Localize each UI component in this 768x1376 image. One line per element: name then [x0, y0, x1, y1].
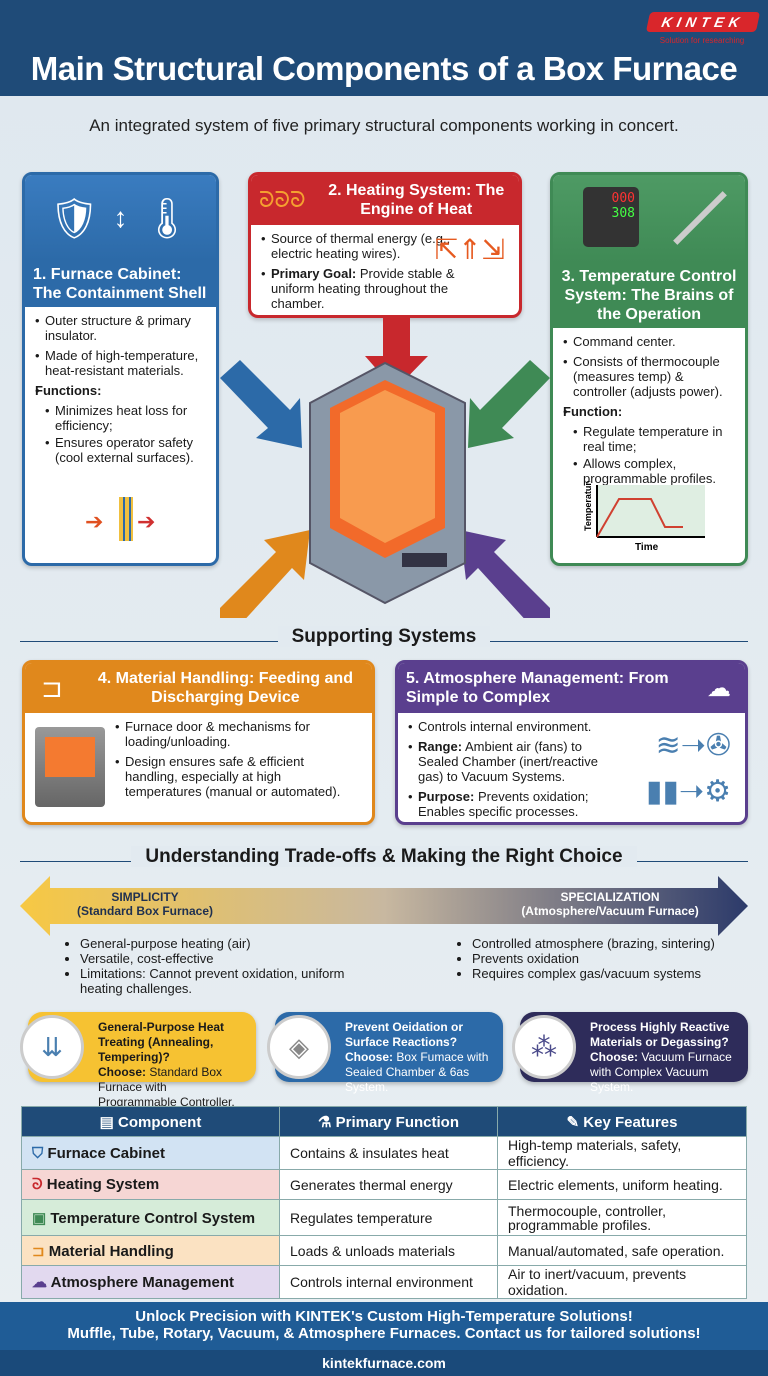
card-furnace-cabinet: 🛡 ↕ 🌡 1. Furnace Cabinet: The Containment …: [22, 172, 219, 566]
door-icon: ⊐: [41, 672, 63, 703]
simplicity-list: General-purpose heating (air) Versatile,…: [68, 936, 388, 996]
card-title: 5. Atmosphere Management: From Simple to…: [406, 670, 669, 706]
card-title: 3. Temperature Control System: The Brain…: [553, 263, 745, 328]
components-table: ▤ Component ⚗ Primary Function ✎ Key Fea…: [21, 1106, 747, 1299]
shield-icon: 🛡: [48, 196, 100, 241]
chart-background: [597, 485, 705, 537]
list-item: Ensures operator safety (cool external s…: [45, 435, 206, 465]
fan-icon: ≋➝✇: [655, 729, 731, 762]
list-item: Command center.: [563, 334, 735, 349]
list-item: Requires complex gas/vacuum systems: [472, 966, 750, 981]
card-material-handling: ⊐ 4. Material Handling: Feeding and Disc…: [22, 660, 375, 825]
page-subtitle: An integrated system of five primary str…: [89, 116, 679, 135]
arrows-vertical-icon: ↕: [113, 202, 128, 233]
list-item: Made of high-temperature, heat-resistant…: [35, 348, 206, 378]
list-item: Purpose: Prevents oxidation; Enables spe…: [408, 789, 613, 819]
list-item: Versatile, cost-effective: [80, 951, 388, 966]
insulation-heat-icon: ➔ ➔: [85, 497, 165, 541]
arrow-cabinet: [220, 360, 302, 448]
heating-coil-icon: ᘐᘐᘐ: [259, 187, 306, 212]
arrow-handling: [220, 530, 310, 618]
logo-tagline: Solution for researching: [659, 36, 745, 45]
furnace-cart-icon: [35, 727, 105, 807]
list-item: Design ensures safe & efficient handling…: [115, 754, 360, 799]
list-item: Minimizes heat loss for efficiency;: [45, 403, 206, 433]
controller-icon: ▣: [32, 1209, 47, 1227]
column-header: ✎ Key Features: [497, 1106, 747, 1137]
profile-line: [596, 498, 683, 538]
heating-coils: [340, 390, 435, 543]
furnace-illustration: [220, 318, 550, 618]
list-item: Outer structure & primary insulator.: [35, 313, 206, 343]
tradeoff-arrow: [20, 876, 748, 936]
heating-coil-icon: ᘐ: [32, 1176, 43, 1193]
list-item: Prevents oxidation: [472, 951, 750, 966]
door-icon: ⊐: [32, 1242, 45, 1260]
website-link[interactable]: kintekfurnace.com: [0, 1350, 768, 1376]
footer-products: Muffle, Tube, Rotary, Vacuum, & Atmosphe…: [67, 1325, 701, 1342]
specialization-label: SPECIALIZATION(Atmosphere/Vacuum Furnace…: [521, 890, 699, 918]
simplicity-label: SIMPLICITY(Standard Box Furnace): [76, 890, 214, 918]
list-item: Controlled atmosphere (brazing, sinterin…: [472, 936, 750, 951]
molecule-icon: ⁂: [512, 1015, 576, 1079]
card-title: 2. Heating System: The Engine of Heat: [328, 182, 505, 218]
header-banner: [0, 0, 768, 96]
metal-plate-icon: ◈: [267, 1015, 331, 1079]
temperature-profile-chart: Temperature Time: [583, 481, 705, 553]
functions-label: Functions:: [35, 383, 206, 398]
vacuum-pump-icon: ▮▮➝⚙: [645, 775, 731, 808]
heat-treat-icon: ⇊: [20, 1015, 84, 1079]
control-panel: [402, 553, 447, 567]
column-header: ▤ Component: [21, 1106, 280, 1137]
cloud-gas-icon: ☁: [707, 674, 731, 702]
table-header-row: ▤ Component ⚗ Primary Function ✎ Key Fea…: [21, 1106, 747, 1137]
tradeoffs-heading: Understanding Trade-offs & Making the Ri…: [20, 846, 748, 876]
heat-radiating-icon: ⇱⇑⇲: [434, 234, 505, 265]
x-axis-label: Time: [635, 542, 659, 553]
choice-card-general: ⇊ General-Purpose Heat Treating (Anneali…: [20, 1012, 256, 1109]
list-item: Consists of thermocouple (measures temp)…: [563, 354, 735, 399]
list-item: Primary Goal: Provide stable & uniform h…: [261, 266, 456, 311]
card-heating-system: ᘐᘐᘐ 2. Heating System: The Engine of Hea…: [248, 172, 522, 318]
list-item: Regulate temperature in real time;: [573, 424, 735, 454]
list-item: Controls internal environment.: [408, 719, 613, 734]
kintek-logo: KINTEK: [645, 12, 761, 32]
arrow-atmosphere: [460, 530, 550, 618]
thermometer-icon: 🌡: [141, 196, 193, 241]
shield-icon: ⛉: [32, 1144, 44, 1162]
arrow-control: [468, 360, 550, 448]
function-label: Function:: [563, 404, 735, 419]
list-item: Source of thermal energy (e.g., electric…: [261, 231, 456, 261]
card-title: 4. Material Handling: Feeding and Discha…: [97, 670, 353, 706]
thermocouple-probe-icon: [673, 191, 727, 245]
cloud-gas-icon: ☁: [32, 1274, 47, 1291]
card-atmosphere-management: 5. Atmosphere Management: From Simple to…: [395, 660, 748, 825]
list-item: Limitations: Cannot prevent oxidation, u…: [80, 966, 388, 996]
footer-headline: Unlock Precision with KINTEK's Custom Hi…: [135, 1308, 633, 1325]
choice-card-reactive: ⁂ Process Highly Reactive Materials or D…: [512, 1012, 748, 1094]
list-item: Allows complex, programmable profiles.: [573, 456, 735, 486]
list-item: Furnace door & mechanisms for loading/un…: [115, 719, 360, 749]
choice-card-oxidation: ◈ Prevent Oeidation or Surface Reactions…: [267, 1012, 503, 1094]
card-title: 1. Furnace Cabinet: The Containment Shel…: [25, 261, 216, 307]
page-title: Main Structural Components of a Box Furn…: [30, 50, 738, 87]
list-item: General-purpose heating (air): [80, 936, 388, 951]
column-header: ⚗ Primary Function: [279, 1106, 498, 1137]
supporting-systems-heading: Supporting Systems: [20, 626, 748, 656]
y-axis-label: Temperature: [583, 481, 593, 531]
specialization-list: Controlled atmosphere (brazing, sinterin…: [460, 936, 750, 981]
list-item: Range: Ambient air (fans) to Sealed Cham…: [408, 739, 613, 784]
footer-banner: Unlock Precision with KINTEK's Custom Hi…: [0, 1302, 768, 1376]
